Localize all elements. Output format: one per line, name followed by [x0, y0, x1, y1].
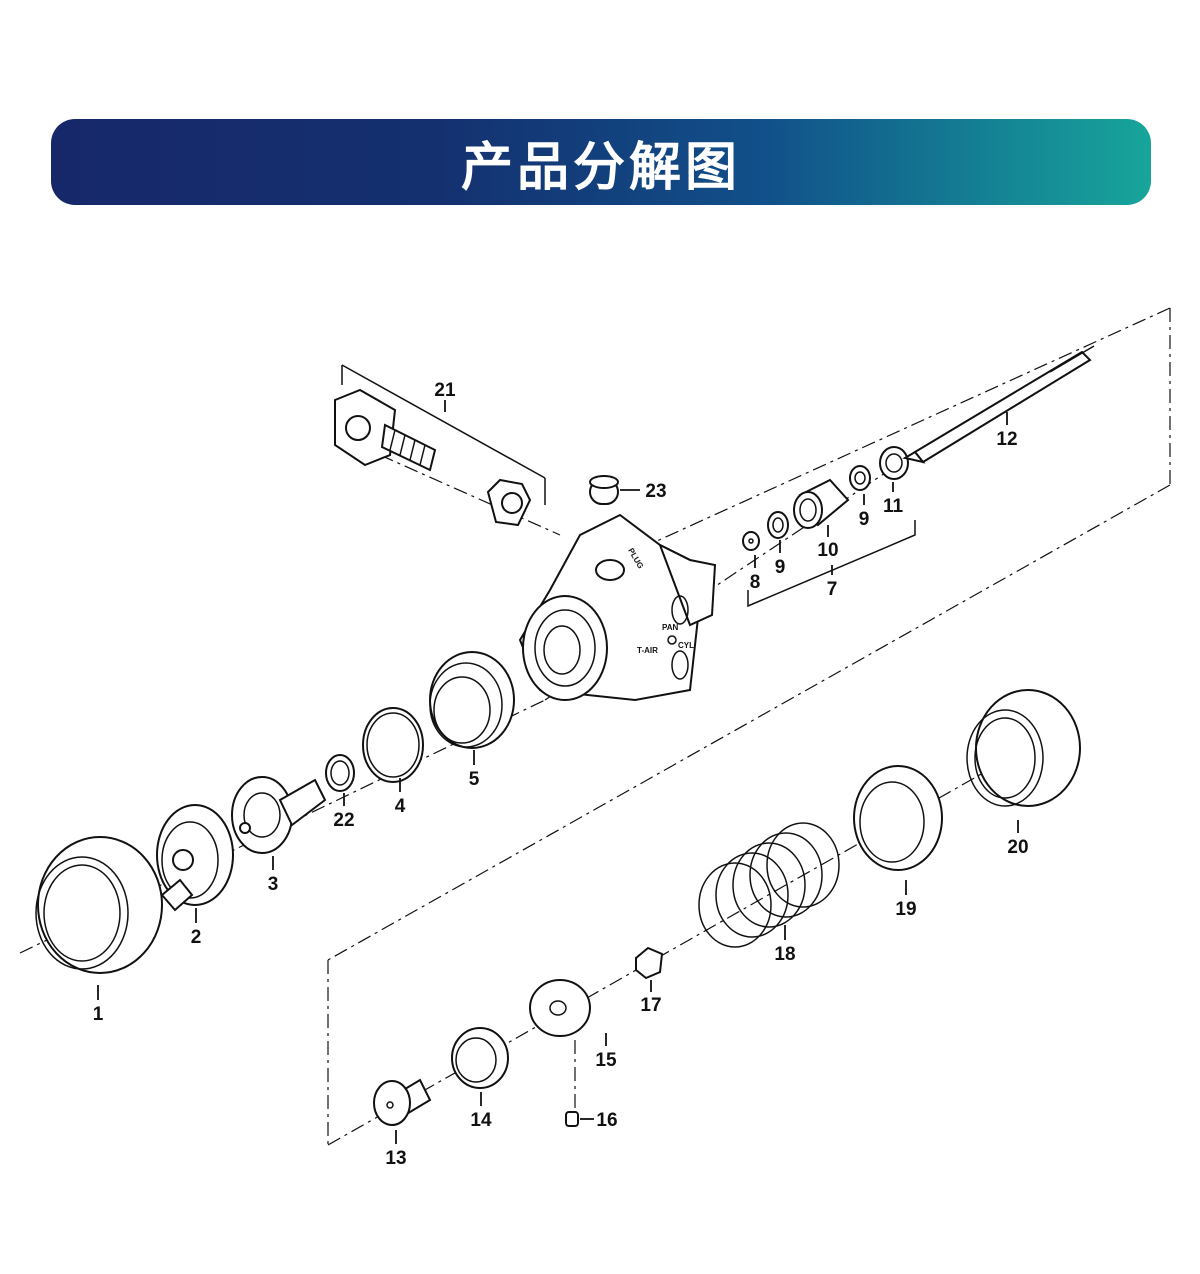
callout-13: 13: [385, 1148, 406, 1169]
part-8-washer: [742, 531, 760, 551]
marking-t-air: T-AIR: [637, 646, 658, 655]
part-14-cup: [451, 1027, 509, 1089]
callout-15: 15: [595, 1050, 617, 1071]
callout-19: 19: [895, 899, 916, 920]
part-10-cartridge: [793, 478, 850, 529]
callout-7: 7: [827, 579, 838, 600]
part-9-seal-rear: [849, 465, 871, 491]
callout-22: 22: [333, 810, 354, 831]
callout-11: 11: [883, 496, 904, 517]
part-12-needle: [902, 345, 1095, 464]
valve-body: PLUG PAN T-AIR CYL: [518, 513, 717, 702]
marking-pan: PAN: [662, 623, 679, 632]
leader-lines: [97, 400, 1019, 1144]
part-2-cap: [156, 804, 234, 912]
part-3-adapter: [231, 776, 327, 854]
callout-21: 21: [434, 380, 456, 401]
part-4-o-ring: [362, 707, 424, 783]
part-19-ring: [853, 765, 943, 871]
callout-18: 18: [774, 944, 795, 965]
callout-9-front: 9: [775, 557, 786, 578]
part-23-plug: [589, 475, 619, 505]
callout-4: 4: [395, 796, 406, 817]
callout-9-rear: 9: [859, 509, 870, 530]
part-15-flanged-washer: [529, 979, 591, 1037]
callout-17: 17: [640, 995, 661, 1016]
part-18-spring: [698, 822, 840, 948]
part-20-knurled-cap: [966, 689, 1081, 807]
callout-12: 12: [996, 429, 1017, 450]
callout-3: 3: [268, 874, 279, 895]
callout-1: 1: [93, 1004, 104, 1025]
part-1-knurled-nut: [35, 836, 163, 974]
callout-8: 8: [750, 572, 761, 593]
callout-20: 20: [1007, 837, 1028, 858]
part-16-set-screw: [565, 1111, 579, 1127]
part-5-seat: [429, 651, 515, 749]
header-banner: 产品分解图: [51, 119, 1151, 205]
callout-16: 16: [596, 1110, 617, 1131]
part-22-washer: [325, 754, 355, 792]
part-13-plunger: [373, 1078, 432, 1126]
page-title: 产品分解图: [460, 137, 741, 198]
callout-labels: 1 2 3 4 5 7 8 9 9 10 11 12 13 14 15 16 1…: [93, 380, 1029, 1169]
callout-14: 14: [470, 1110, 492, 1131]
part-21-eyebolt: [334, 364, 546, 527]
callout-10: 10: [817, 540, 838, 561]
callout-23: 23: [645, 481, 666, 502]
part-17-small-nut: [635, 946, 664, 980]
part-11-seal: [879, 446, 909, 480]
marking-cyl: CYL: [678, 641, 694, 650]
part-9-seal-front: [767, 511, 789, 539]
callout-2: 2: [191, 927, 202, 948]
callout-5: 5: [469, 769, 480, 790]
